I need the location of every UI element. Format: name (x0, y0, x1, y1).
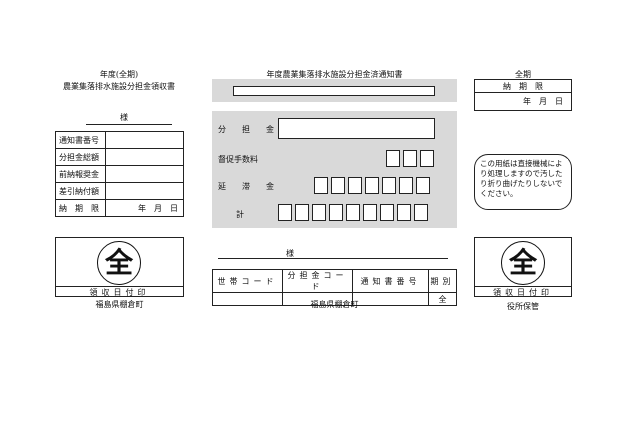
left-year-line: 年度(全期) (99, 70, 139, 79)
label-sashihiki: 差引納付額 (55, 182, 106, 200)
digit-cell[interactable] (363, 204, 377, 221)
digit-cell[interactable] (414, 204, 428, 221)
zen-stamp-icon: 全 (97, 241, 141, 285)
value-noki: 年 月 日 (105, 199, 184, 217)
table-row: 年 月 日 (474, 92, 572, 111)
center-title: 年度農業集落排水施設分担金済通知書 (266, 70, 403, 79)
value-sashihiki (105, 182, 184, 200)
value-kibetsu: 全 (428, 292, 457, 306)
right-due-value: 年 月 日 (474, 92, 572, 111)
kei-cells[interactable] (278, 204, 428, 221)
digit-cell[interactable] (397, 204, 411, 221)
digit-cell[interactable] (420, 150, 434, 167)
digit-cell[interactable] (278, 204, 292, 221)
digit-cell[interactable] (399, 177, 413, 194)
buntan-input[interactable] (278, 118, 435, 139)
value-zenno (105, 165, 184, 183)
label-tsuchisho: 通知書番号 (55, 131, 106, 149)
right-stamp-caption: 領収日付印 (493, 288, 553, 297)
table-row: 通知書番号 (55, 131, 184, 149)
digit-cell[interactable] (365, 177, 379, 194)
digit-cell[interactable] (403, 150, 417, 167)
digit-cell[interactable] (312, 204, 326, 221)
value-tsuchisho (105, 131, 184, 149)
center-footer: 福島県棚倉町 (310, 300, 359, 309)
digit-cell[interactable] (331, 177, 345, 194)
right-notice-text: この用紙は直接機械により処理しますので汚したり折り曲げたりしないでください。 (480, 159, 568, 199)
label-buntan: 分 担 金 (218, 125, 278, 134)
entai-cells[interactable] (314, 177, 430, 194)
header-setai-code: 世帯コード (212, 269, 283, 293)
header-buntan-code: 分担金コード (282, 269, 353, 293)
header-tsuchisho-bango: 通知書番号 (352, 269, 429, 293)
right-due-label: 納 期 限 (474, 79, 572, 93)
label-tokusoku: 督促手数料 (218, 155, 258, 164)
left-footer: 福島県棚倉町 (95, 300, 144, 309)
right-period: 全期 (515, 70, 531, 79)
left-title: 農業集落排水施設分担金領収書 (63, 82, 175, 91)
label-kei: 計 (236, 210, 244, 219)
digit-cell[interactable] (416, 177, 430, 194)
digit-cell[interactable] (380, 204, 394, 221)
label-entai: 延 滞 金 (218, 182, 278, 191)
zen-stamp-icon: 全 (501, 241, 545, 285)
table-row: 全 (212, 292, 457, 306)
left-sama: 様 (120, 113, 128, 122)
table-row: 前納報奨金 (55, 165, 184, 183)
header-kibetsu: 期別 (428, 269, 457, 293)
left-info-table: 通知書番号 分担金総額 前納報奨金 差引納付額 納 期 限 年 月 日 (55, 131, 184, 217)
label-zenno: 前納報奨金 (55, 165, 106, 183)
digit-cell[interactable] (314, 177, 328, 194)
right-stamp-divider (474, 286, 572, 287)
right-footer: 役所保管 (507, 302, 539, 311)
value-buntan-sogaku (105, 148, 184, 166)
label-noki: 納 期 限 (55, 199, 106, 217)
table-row: 納 期 限 年 月 日 (55, 199, 184, 217)
center-name-field[interactable] (233, 86, 435, 96)
digit-cell[interactable] (382, 177, 396, 194)
left-stamp-caption: 領収日付印 (89, 288, 150, 297)
left-name-line (86, 124, 172, 125)
table-row: 世帯コード 分担金コード 通知書番号 期別 (212, 269, 457, 293)
table-row: 納 期 限 (474, 79, 572, 93)
digit-cell[interactable] (329, 204, 343, 221)
digit-cell[interactable] (386, 150, 400, 167)
center-sama: 様 (286, 249, 294, 258)
center-name-line (218, 258, 448, 259)
digit-cell[interactable] (295, 204, 309, 221)
label-buntan-sogaku: 分担金総額 (55, 148, 106, 166)
right-notice-bracket (474, 154, 572, 210)
digit-cell[interactable] (348, 177, 362, 194)
center-code-table: 世帯コード 分担金コード 通知書番号 期別 全 (212, 269, 457, 306)
table-row: 差引納付額 (55, 182, 184, 200)
left-stamp-divider (55, 286, 184, 287)
tokusoku-cells[interactable] (386, 150, 434, 167)
right-due-table: 納 期 限 年 月 日 (474, 79, 572, 111)
digit-cell[interactable] (346, 204, 360, 221)
table-row: 分担金総額 (55, 148, 184, 166)
